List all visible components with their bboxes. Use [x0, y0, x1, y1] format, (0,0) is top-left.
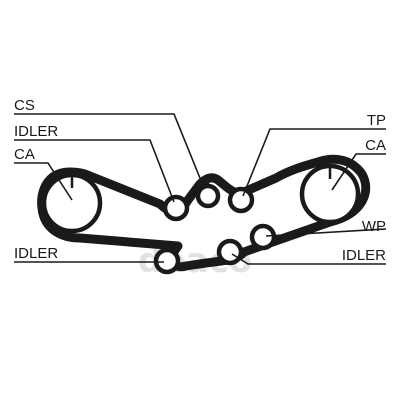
label-idler-top: IDLER — [14, 123, 58, 140]
label-cs: CS — [14, 97, 35, 114]
label-wp: WP — [362, 218, 386, 235]
leader-ca-left — [14, 162, 73, 201]
label-idler-bottom-right: IDLER — [342, 247, 386, 264]
idler-pulley-top — [162, 194, 190, 222]
leader-cs — [14, 113, 205, 189]
leader-idler-bottom-right — [231, 253, 386, 265]
pulleys — [41, 163, 361, 275]
idler-pulley-bottom-right — [216, 238, 244, 266]
leader-ca-right — [331, 153, 386, 191]
crankshaft-sprocket — [195, 183, 221, 209]
label-ca-right: CA — [365, 137, 386, 154]
tensioner-pulley — [227, 186, 255, 214]
timing-marks — [70, 166, 332, 188]
label-ca-left: CA — [14, 146, 35, 163]
leader-idler-top — [14, 139, 175, 203]
label-idler-bottom-left: IDLER — [14, 245, 58, 262]
idler-pulley-bottom-left — [153, 247, 181, 275]
leader-tp — [242, 128, 386, 197]
component-labels: CS IDLER CA IDLER TP CA WP IDLER — [14, 97, 386, 264]
leader-lines — [14, 113, 387, 265]
label-tp: TP — [367, 112, 386, 129]
water-pump-pulley — [249, 223, 277, 251]
leader-wp — [265, 228, 387, 237]
